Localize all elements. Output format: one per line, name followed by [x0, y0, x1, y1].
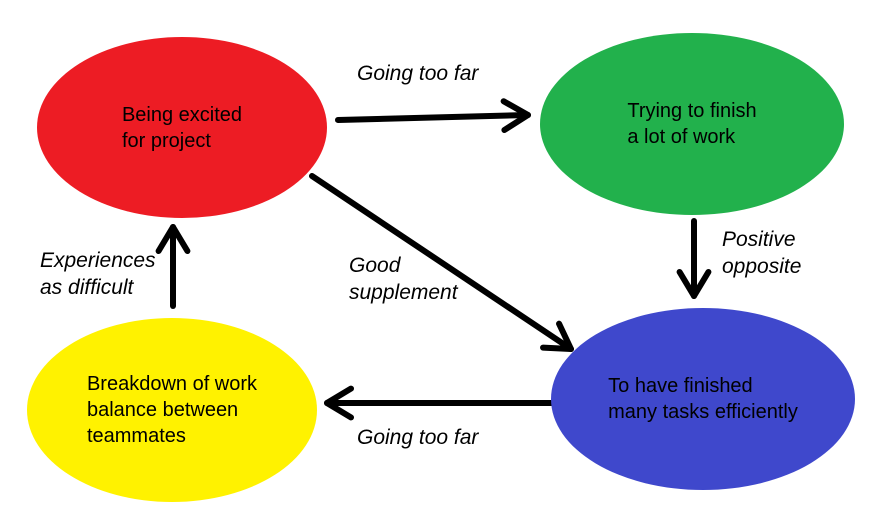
node-label: Breakdown of work balance between teamma…	[87, 371, 257, 449]
text-line: Trying to finish	[627, 100, 757, 122]
text-line: opposite	[722, 255, 802, 278]
text-line: Experiences	[40, 249, 156, 272]
node-being-excited-for-project: Being excited for project	[37, 37, 327, 218]
text-line: Good	[349, 254, 401, 277]
edge-label-going-too-far-top: Going too far	[357, 60, 478, 87]
text-line: Going too far	[357, 426, 479, 449]
node-label: Being excited for project	[122, 102, 242, 154]
text-line: Being excited	[121, 103, 243, 126]
edge-label-experiences-as-difficult: Experiences as difficult	[40, 247, 156, 301]
text-line: many tasks efficiently	[608, 401, 798, 423]
node-label: To have finished many tasks efficiently	[608, 373, 798, 425]
node-breakdown-of-work-balance: Breakdown of work balance between teamma…	[27, 318, 317, 502]
text-line: To have finished	[608, 375, 753, 397]
text-line: for project	[121, 129, 211, 152]
text-line: as difficult	[40, 276, 134, 299]
edge-label-good-supplement: Good supplement	[349, 252, 458, 306]
text-line: Going too far	[357, 62, 479, 85]
text-line: Positive	[722, 228, 796, 251]
arrow-excited-to-trying	[335, 98, 531, 134]
edge-label-going-too-far-bottom: Going too far	[357, 424, 478, 451]
node-trying-to-finish-work: Trying to finish a lot of work	[540, 33, 844, 215]
node-label: Trying to finish a lot of work	[627, 98, 756, 150]
text-line: a lot of work	[627, 126, 736, 148]
text-line: teammates	[86, 425, 186, 447]
arrow-excited-to-finished	[309, 173, 574, 352]
text-line: supplement	[349, 281, 458, 304]
edge-label-positive-opposite: Positive opposite	[722, 226, 801, 280]
text-line: Breakdown of work	[86, 373, 258, 395]
node-finished-many-tasks: To have finished many tasks efficiently	[551, 308, 855, 490]
text-line: balance between	[86, 399, 239, 421]
